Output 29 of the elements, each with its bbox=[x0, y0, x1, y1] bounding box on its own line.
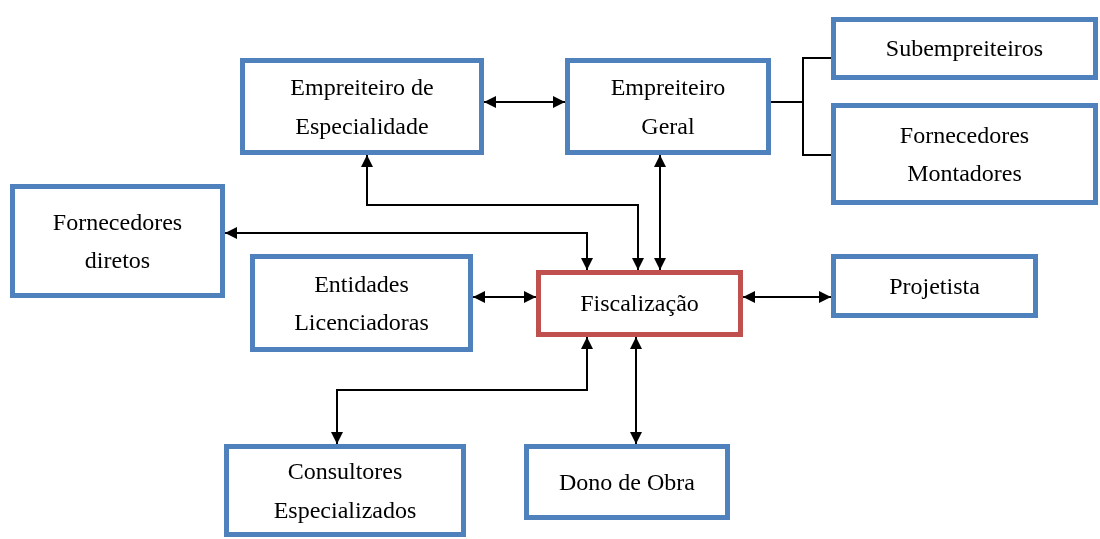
entity-box bbox=[224, 444, 466, 537]
box-label: Consultores Especializados bbox=[272, 457, 418, 525]
box-label: Entidades Licenciadoras bbox=[293, 269, 430, 337]
entity-box bbox=[831, 103, 1098, 205]
entity-box bbox=[250, 254, 473, 352]
entity-box bbox=[831, 254, 1038, 318]
box-label: Empreiteiro de Especialidade bbox=[289, 73, 435, 141]
entity-box bbox=[524, 444, 730, 520]
double-arrow bbox=[483, 96, 566, 108]
entity-box bbox=[240, 58, 484, 155]
highlighted-box bbox=[536, 270, 743, 337]
double-arrow bbox=[742, 291, 832, 303]
double-arrow bbox=[361, 154, 644, 271]
box-label: Dono de Obra bbox=[559, 467, 695, 497]
entity-box bbox=[831, 17, 1098, 80]
box-label: Fornecedores diretos bbox=[51, 207, 184, 275]
double-arrow bbox=[630, 336, 642, 445]
double-arrow bbox=[224, 227, 593, 271]
double-arrow bbox=[472, 291, 537, 303]
box-label: Fornecedores Montadores bbox=[898, 120, 1031, 188]
double-arrow bbox=[654, 154, 666, 271]
box-label: Empreiteiro Geral bbox=[609, 73, 727, 141]
box-label: Fiscalização bbox=[580, 289, 699, 319]
double-arrow bbox=[331, 336, 593, 445]
entity-box bbox=[565, 58, 771, 155]
entity-box bbox=[10, 184, 225, 298]
box-label: Subempreiteiros bbox=[885, 34, 1044, 64]
connector-line bbox=[770, 101, 832, 156]
box-label: Projetista bbox=[889, 271, 980, 301]
